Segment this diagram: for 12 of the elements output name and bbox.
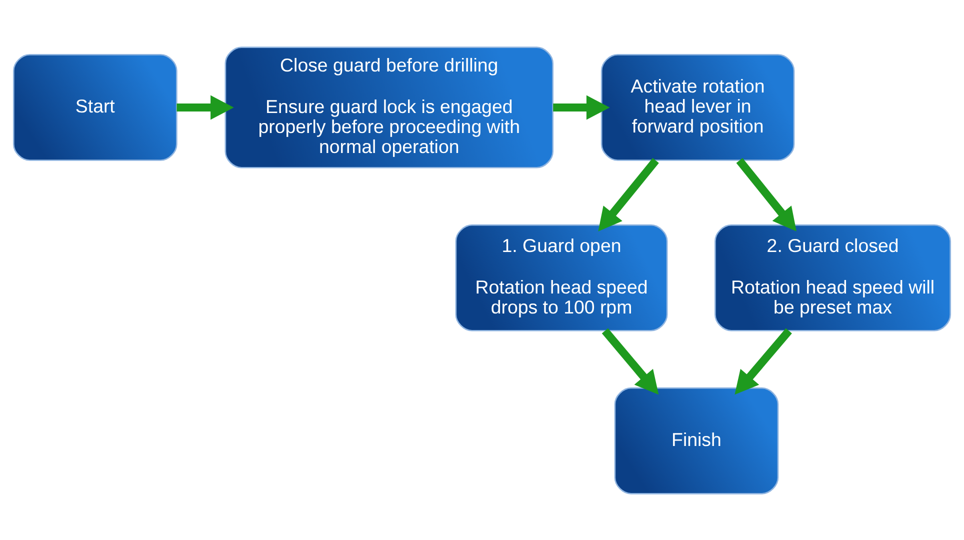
node-box: Finish — [614, 386, 779, 494]
arrow — [553, 94, 610, 120]
node-box: Close guard before drilling Ensure guard lock is engaged properly before proceeding with normal operation — [224, 46, 554, 168]
arrow — [736, 157, 796, 231]
node-box: 1. Guard open Rotation head speed drops to 100 rpm — [455, 224, 668, 331]
arrow — [734, 328, 792, 394]
arrow — [598, 157, 659, 231]
node-box: 2. Guard closed Rotation head speed will be preset max — [714, 224, 952, 331]
arrow — [602, 328, 659, 394]
arrow — [176, 94, 234, 120]
node-box: Start — [12, 54, 178, 160]
node-box: Activate rotation head lever in forward position — [600, 54, 795, 160]
